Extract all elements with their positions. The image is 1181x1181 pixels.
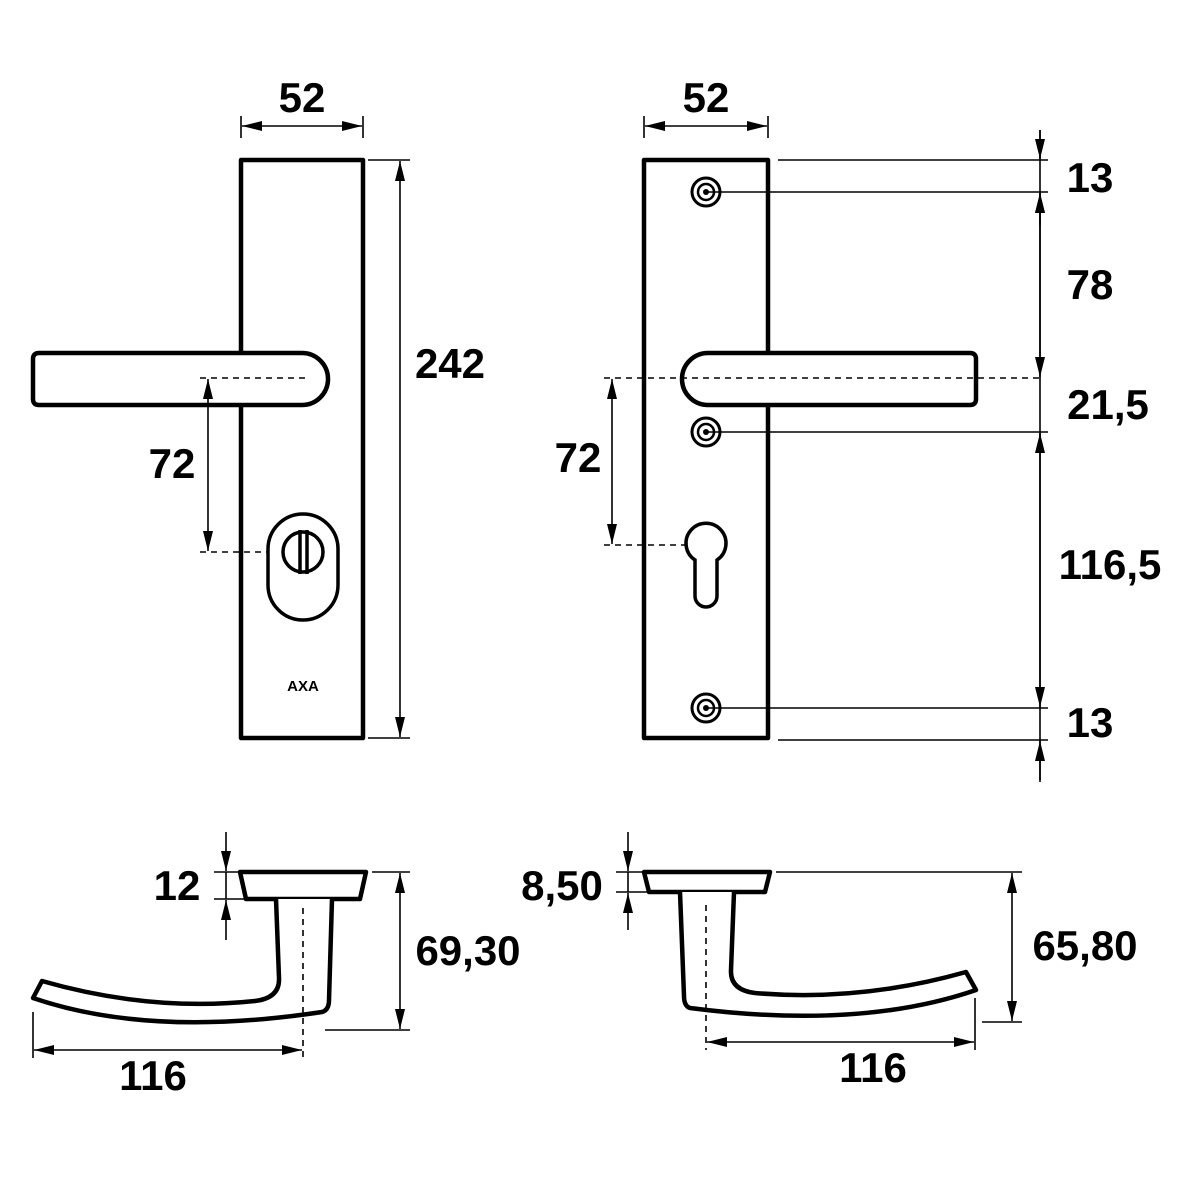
left-lever-side-view: 12 69,30 116: [30, 832, 521, 1099]
left-height-label: 242: [415, 340, 485, 387]
right-plate-view: 52 72 13 78 21,5 116,5 13: [555, 74, 1162, 782]
left-backplate: [238, 157, 366, 741]
left-plate-view: 52 242 72 AXA: [30, 74, 485, 741]
left-lever-profile: [30, 898, 335, 1025]
right-total-height-label: 65,80: [1032, 922, 1137, 969]
right-width-label: 52: [683, 74, 730, 121]
right-lever-side-view: 8,50 65,80 116: [521, 832, 1138, 1091]
left-lever-front: [30, 350, 331, 408]
right-rose: [641, 869, 773, 895]
right-rose-height-label: 8,50: [521, 862, 603, 909]
right-length-label: 116: [839, 1044, 907, 1091]
privacy-turn-icon: [281, 530, 325, 574]
left-total-height-label: 69,30: [415, 927, 520, 974]
right-backplate: [641, 157, 771, 741]
left-length-label: 116: [119, 1052, 187, 1099]
right-lever-profile: [677, 891, 979, 1019]
dim-21-5: 21,5: [1067, 381, 1149, 428]
dim-116-5: 116,5: [1059, 541, 1162, 588]
privacy-escutcheon: [266, 512, 340, 622]
left-rose: [237, 869, 369, 902]
dim-78: 78: [1067, 261, 1114, 308]
left-rose-height-label: 12: [154, 862, 201, 909]
logo-text: AXA: [287, 678, 319, 695]
left-width-label: 52: [279, 74, 326, 121]
right-72-label: 72: [555, 434, 602, 481]
cylinder-keyhole-icon: [684, 521, 728, 609]
dim-13-bottom: 13: [1067, 699, 1114, 746]
left-72-label: 72: [149, 440, 196, 487]
dim-13-top: 13: [1067, 154, 1114, 201]
right-lever-front: [679, 350, 979, 408]
